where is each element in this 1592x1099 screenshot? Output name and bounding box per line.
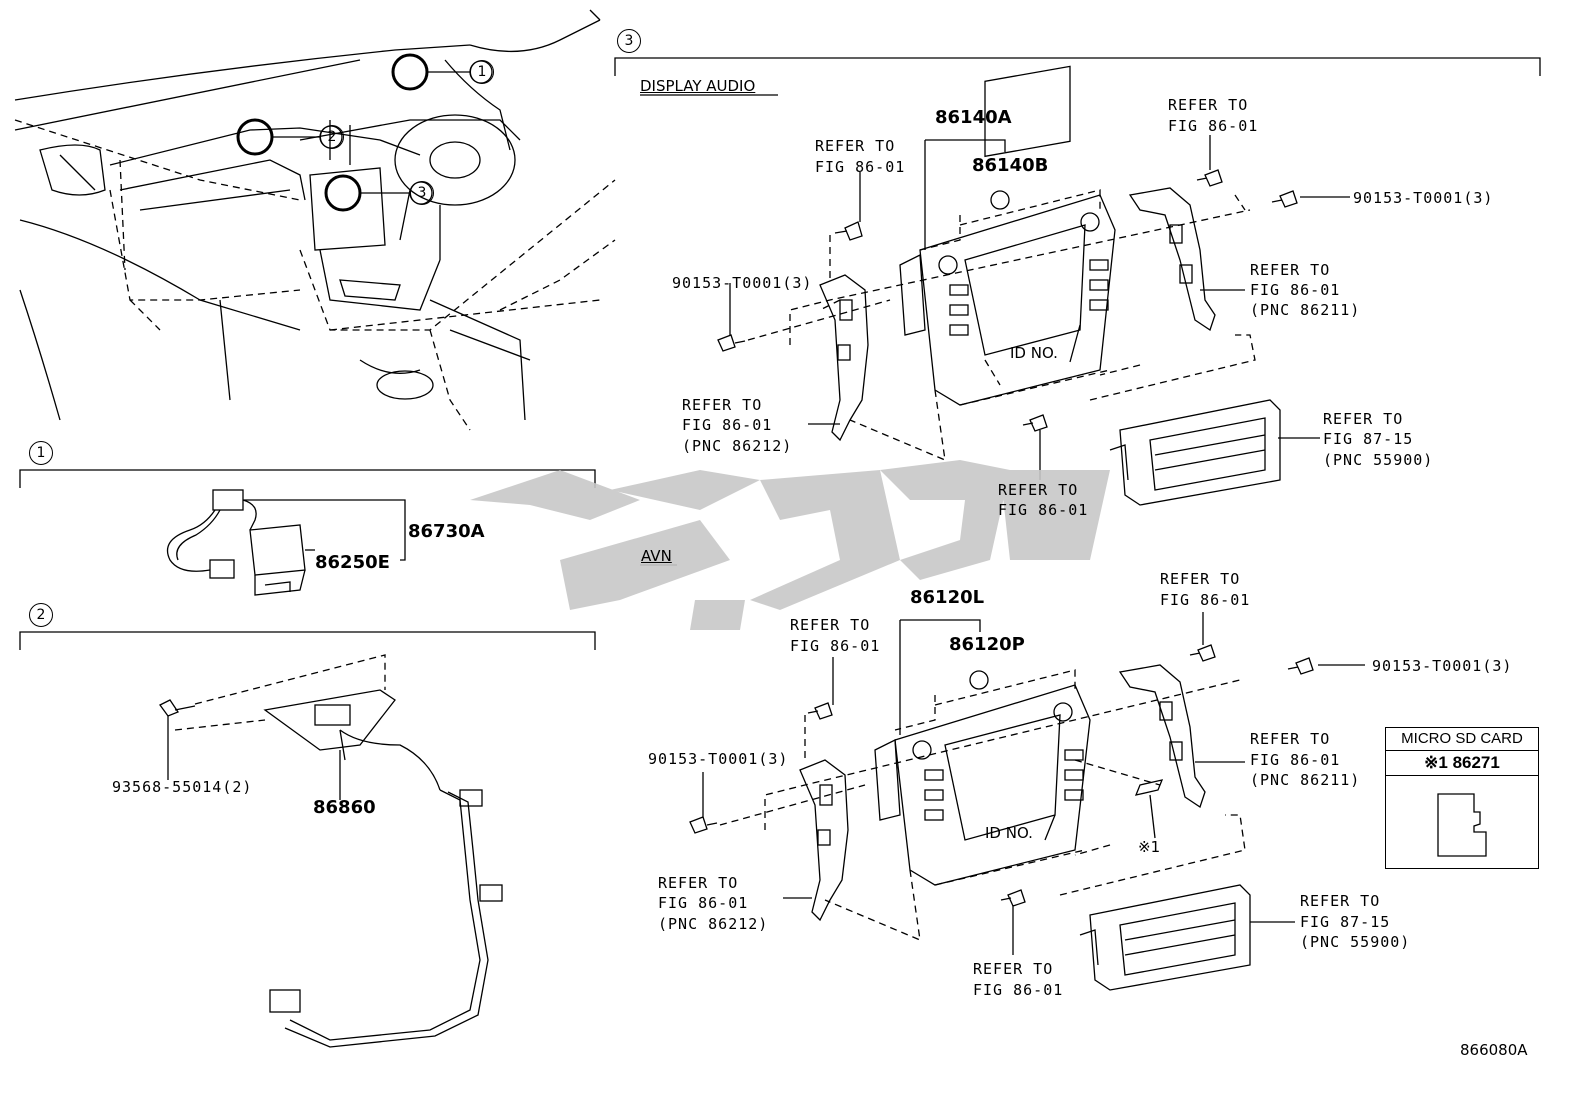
da-screw-right[interactable]: 90153-T0001(3) — [1353, 189, 1494, 207]
da-ref-top-left-1[interactable]: REFER TO — [815, 137, 896, 155]
location-marker-3 — [324, 174, 362, 212]
da-ref-top-right-2[interactable]: FIG 86-01 — [1168, 117, 1259, 135]
avn-ref-panel-1[interactable]: REFER TO — [1300, 892, 1381, 910]
da-ref-top-right-1[interactable]: REFER TO — [1168, 96, 1249, 114]
da-screw-left[interactable]: 90153-T0001(3) — [672, 274, 813, 292]
da-ref-panel-1[interactable]: REFER TO — [1323, 410, 1404, 428]
part-86271[interactable]: ※1 86271 — [1386, 751, 1538, 776]
da-ref-bracket-left-1[interactable]: REFER TO — [682, 396, 763, 414]
location-marker-1 — [391, 53, 429, 91]
avn-id-label: ID NO. — [985, 824, 1033, 842]
micro-sd-card-icon — [1437, 793, 1487, 857]
location-marker-2 — [236, 118, 274, 156]
avn-ref-bottom-2[interactable]: FIG 86-01 — [973, 981, 1064, 999]
da-ref-panel-2[interactable]: FIG 87-15 — [1323, 430, 1414, 448]
section-3-number: 3 — [617, 29, 641, 53]
avn-heading: AVN — [641, 547, 672, 565]
avn-screw-left[interactable]: 90153-T0001(3) — [648, 750, 789, 768]
avn-ref-bracket-left-2[interactable]: FIG 86-01 — [658, 894, 749, 912]
avn-ref-bracket-left-1[interactable]: REFER TO — [658, 874, 739, 892]
part-86120L[interactable]: 86120L — [910, 587, 985, 608]
display-audio-heading: DISPLAY AUDIO — [640, 77, 756, 95]
da-ref-panel-3[interactable]: (PNC 55900) — [1323, 451, 1434, 469]
part-93568-55014[interactable]: 93568-55014(2) — [112, 778, 253, 796]
da-ref-bottom-2[interactable]: FIG 86-01 — [998, 501, 1089, 519]
avn-head-unit-drawing — [689, 644, 1314, 991]
da-ref-top-left-2[interactable]: FIG 86-01 — [815, 158, 906, 176]
avn-mark-1: ※1 — [1138, 838, 1161, 856]
da-ref-bracket-left-3[interactable]: (PNC 86212) — [682, 437, 793, 455]
da-ref-bottom-1[interactable]: REFER TO — [998, 481, 1079, 499]
part-86250E[interactable]: 86250E — [315, 552, 390, 573]
avn-ref-bracket-right-1[interactable]: REFER TO — [1250, 730, 1331, 748]
avn-ref-bracket-left-3[interactable]: (PNC 86212) — [658, 915, 769, 933]
da-ref-bracket-right-3[interactable]: (PNC 86211) — [1250, 301, 1361, 319]
harness-86730A-drawing — [166, 489, 406, 596]
part-86730A[interactable]: 86730A — [408, 521, 485, 542]
micro-sd-title: MICRO SD CARD — [1386, 728, 1538, 751]
section3-bracket — [614, 57, 1541, 76]
figure-id: 866080A — [1460, 1041, 1528, 1059]
part-86140A[interactable]: 86140A — [935, 107, 1012, 128]
avn-ref-top-right-1[interactable]: REFER TO — [1160, 570, 1241, 588]
overview-callout-2[interactable]: 2 — [320, 125, 344, 149]
section-1-number: 1 — [29, 441, 53, 465]
dashboard-hidden-lines — [14, 119, 616, 431]
da-ref-bracket-right-2[interactable]: FIG 86-01 — [1250, 281, 1341, 299]
bracket-86860-drawing — [159, 689, 503, 1048]
avn-ref-top-left-2[interactable]: FIG 86-01 — [790, 637, 881, 655]
part-86120P[interactable]: 86120P — [949, 634, 1025, 655]
avn-ref-top-left-1[interactable]: REFER TO — [790, 616, 871, 634]
overview-callout-1[interactable]: 1 — [470, 60, 494, 84]
avn-ref-panel-3[interactable]: (PNC 55900) — [1300, 933, 1411, 951]
da-ref-bracket-left-2[interactable]: FIG 86-01 — [682, 416, 773, 434]
avn-ref-bracket-right-2[interactable]: FIG 86-01 — [1250, 751, 1341, 769]
part-86860[interactable]: 86860 — [313, 797, 376, 818]
micro-sd-card-box: MICRO SD CARD ※1 86271 — [1385, 727, 1539, 869]
watermark-logo — [470, 460, 1110, 630]
dashboard-overview-sketch — [14, 9, 601, 421]
section2-bracket — [19, 631, 596, 650]
da-ref-bracket-right-1[interactable]: REFER TO — [1250, 261, 1331, 279]
section-2-number: 2 — [29, 603, 53, 627]
section1-bracket — [19, 469, 596, 488]
avn-ref-panel-2[interactable]: FIG 87-15 — [1300, 913, 1391, 931]
da-id-label: ID NO. — [1010, 344, 1058, 362]
avn-ref-bottom-1[interactable]: REFER TO — [973, 960, 1054, 978]
part-86140B[interactable]: 86140B — [972, 155, 1049, 176]
avn-screw-right[interactable]: 90153-T0001(3) — [1372, 657, 1513, 675]
avn-ref-bracket-right-3[interactable]: (PNC 86211) — [1250, 771, 1361, 789]
display-audio-head-unit-drawing — [717, 65, 1298, 506]
avn-ref-top-right-2[interactable]: FIG 86-01 — [1160, 591, 1251, 609]
overview-callout-3[interactable]: 3 — [410, 181, 434, 205]
